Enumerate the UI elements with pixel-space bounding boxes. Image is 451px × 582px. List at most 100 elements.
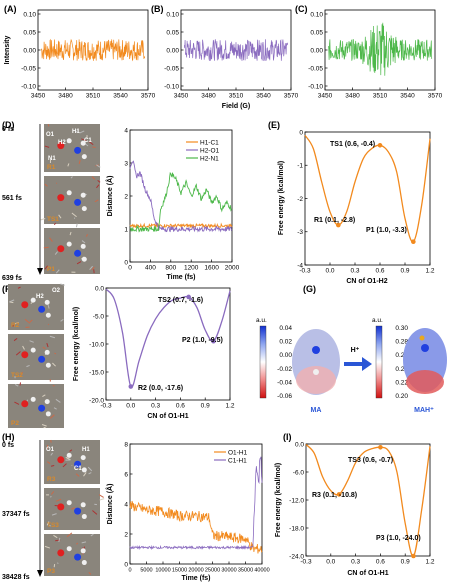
snapshot-bond [53,407,57,410]
hydrogen-atom [66,241,72,247]
nitrogen-atom [38,404,46,412]
snapshot-bond [19,382,22,386]
snapshot-bond [75,223,78,228]
d-x-tick-label: 800 [165,265,176,272]
h-x-tick-label: 40000 [254,568,269,574]
hydrogen-atom [66,452,72,458]
hydrogen-atom [80,502,86,508]
e-x-tick-label: 0.6 [375,268,384,275]
h-x-tick-label: 35000 [238,568,253,574]
epr-y-tick-label: 0.10 [310,11,323,18]
f-y-tick-label: -15.0 [89,369,104,376]
d-series-H2-O1 [129,160,233,233]
hydrogen-atom [45,411,51,417]
snapshot-h-3 [44,534,100,576]
h-legend-label: C1-H1 [228,457,247,464]
snapshot-d-3 [44,228,100,274]
d-series-H1-C1 [129,222,233,229]
e-x-tick-label: 0.9 [400,268,409,275]
epr-xlabel: Field (G) [222,103,250,110]
panel-label-(B): (B) [151,4,164,14]
state-label: P2 [11,420,19,427]
g-left-unit: a.u. [256,317,267,324]
hydrogen-atom [66,190,72,196]
snapshot-bond [50,491,55,495]
snapshot-bond [65,456,71,461]
epr-x-tick-label: 3510 [373,93,388,100]
snapshot-bond [13,338,18,342]
i-point [411,553,416,559]
epr-x-tick-label: 3510 [86,93,101,100]
g-left-name: MA [311,407,322,414]
snapshot-bond [46,461,51,464]
f-xlabel: CN of O1-H1 [147,413,188,420]
f-x-tick-label: -0.3 [100,403,112,410]
snapshot-bond [88,141,94,146]
snapshot-bond [75,130,79,133]
epr-x-tick-label: 3450 [318,93,333,100]
snapshot-bond [78,159,81,165]
snapshot-bond [99,498,105,501]
epr-x-tick-label: 3450 [174,93,189,100]
f-y-tick-label: 0.0 [95,285,104,292]
i-x-tick-label: -0.3 [300,559,312,566]
state-label: P1 [47,266,55,273]
panel-label-(C): (C) [295,4,308,14]
d-x-tick-label: 1200 [184,265,199,272]
g-arrow-label: H⁺ [351,347,360,354]
e-y-tick-label: -1 [297,163,303,170]
nitrogen-atom [74,460,82,468]
d-x-tick-label: 2000 [225,265,240,272]
snapshot-bond [88,472,92,475]
g-right-name: MAH⁺ [414,407,434,414]
e-curve [304,134,431,243]
g-right-colorbar [375,325,383,399]
epr-y-tick-label: 0.10 [166,11,179,18]
snapshot-f-2 [8,334,64,380]
snapshot-bond [66,532,73,538]
g-right-tick: 0.20 [395,393,408,400]
e-annotation: P1 (1.0, -3.3) [366,227,407,234]
snapshot-bond [91,176,96,180]
e-point [377,143,383,148]
f-y-tick-label: -10.0 [89,341,104,348]
panel-label-F: (F) [2,284,14,294]
hydrogen-atom [80,455,86,461]
oxygen-atom [21,351,29,359]
epr-x-tick-label: 3570 [428,93,443,100]
epr-x-tick-label: 3480 [201,93,216,100]
snapshot-bond [85,143,89,147]
d-y-tick-label: 0 [124,259,128,266]
atom-label: C1 [84,138,92,144]
g-left-colorbar [259,325,267,399]
f-y-tick-label: -5.0 [93,313,105,320]
snapshot-f-3 [8,384,64,428]
hydrogen-atom [45,312,51,318]
snapshot-bond [87,466,93,472]
i-y-tick-label: -6.0 [293,469,305,476]
e-point [411,239,416,245]
g-left-tick: -0.02 [277,366,292,373]
snapshot-bond [53,222,57,226]
d-xlabel: Time (fs) [166,274,195,281]
epr-y-tick-label: 0.00 [310,47,323,54]
snapshot-bond [50,464,55,467]
snapshot-bond [44,265,48,270]
snapshot-bond [8,299,15,303]
atom-label: H1 [82,447,90,453]
f-x-tick-label: 0.6 [176,403,185,410]
f-annotation: P2 (1.0, -9.5) [182,337,223,344]
d-x-tick-label: 0 [128,265,132,272]
epr-y-tick-label: -0.05 [164,65,179,72]
i-x-tick-label: 1.2 [425,559,434,566]
state-label: TS1 [47,216,59,223]
epr-a-y-tick-label: 0.10 [23,11,36,18]
e-x-tick-label: 0.0 [325,268,334,275]
h-series-C1-H1 [129,456,263,551]
g-left-tick: 0.04 [279,325,292,332]
h-y-tick-label: 8 [124,441,128,448]
snapshot-bond [69,231,72,236]
hydrogen-atom [66,500,72,506]
hydrogen-atom [81,560,87,566]
